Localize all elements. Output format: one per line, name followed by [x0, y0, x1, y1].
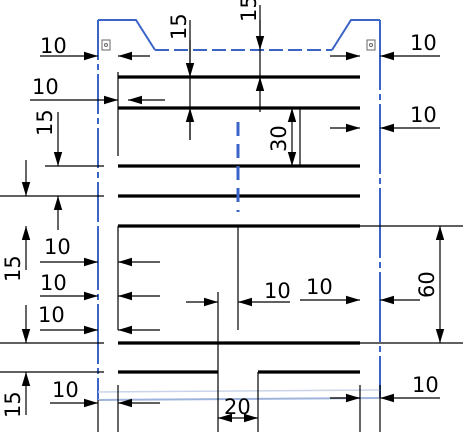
dim-left-10-b: 10 [44, 235, 71, 259]
dim-left-10-a: 10 [32, 75, 59, 99]
dim-bottom-20: 20 [224, 395, 251, 419]
corner-marks [101, 39, 376, 51]
dim-right-10-b: 10 [306, 275, 333, 299]
dim-center-30: 30 [267, 125, 291, 152]
dim-left-15-b: 15 [1, 255, 25, 282]
dim-top-right-10: 10 [410, 31, 437, 55]
dim-top-right-15: 15 [237, 0, 261, 22]
outline-top-right-notch [331, 19, 380, 51]
dim-left-15: 15 [33, 109, 57, 136]
dimension-arrows [21, 5, 445, 423]
dim-bottom-left-10: 10 [52, 378, 79, 402]
dim-top-15: 15 [167, 13, 191, 40]
dim-left-10-c: 10 [40, 271, 67, 295]
dim-right-10: 10 [410, 103, 437, 127]
dim-left-15-c: 15 [1, 391, 25, 418]
dim-left-10-d: 10 [38, 303, 65, 327]
corner-mark-left [101, 39, 111, 51]
dimension-labels: 10 15 15 10 10 15 10 30 15 10 10 10 10 1… [1, 0, 439, 419]
dim-top-left-10: 10 [40, 34, 67, 58]
dim-right-60: 60 [415, 271, 439, 298]
corner-mark-right [366, 39, 376, 51]
dim-center-10: 10 [264, 279, 291, 303]
outline-bottom-inner [97, 389, 381, 393]
outline-top-left-notch [98, 19, 156, 51]
thick-lines [118, 75, 360, 374]
dim-bottom-right-10: 10 [412, 373, 439, 397]
